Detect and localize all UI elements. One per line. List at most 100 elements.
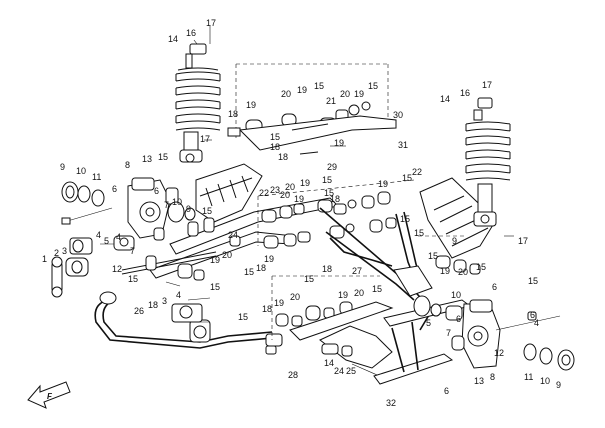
callout-29: 29 (327, 162, 337, 172)
callout-9-right-bottom: 9 (556, 380, 561, 390)
callout-7: 7 (446, 328, 451, 338)
callout-20: 20 (222, 250, 232, 260)
right-steering-knuckle[interactable] (445, 299, 501, 369)
front-direction-arrow-icon: F (27, 381, 71, 409)
callout-15: 15 (158, 152, 168, 162)
callout-27: 27 (352, 266, 362, 276)
callout-18: 18 (256, 263, 266, 273)
callout-10-mid: 10 (172, 197, 182, 207)
callout-30: 30 (393, 110, 403, 120)
callout-11-right: 11 (524, 372, 533, 382)
callout-15: 15 (210, 282, 220, 292)
callout-18: 18 (262, 304, 272, 314)
callout-19: 19 (440, 266, 450, 276)
right-bushing-row[interactable] (418, 235, 481, 275)
callout-16-top-right: 16 (460, 88, 470, 98)
callout-15: 15 (270, 132, 280, 142)
callout-5: 5 (104, 236, 109, 246)
callout-26: 26 (134, 306, 144, 316)
svg-text:F: F (47, 392, 53, 401)
callout-labels: 17 14 16 18 19 20 15 19 15 18 21 20 19 1… (42, 18, 561, 408)
callout-18: 18 (148, 300, 158, 310)
callout-20: 20 (281, 89, 291, 99)
callout-19: 19 (334, 138, 344, 148)
callout-15: 15 (202, 206, 212, 216)
callout-17: 17 (200, 134, 210, 144)
callout-23: 23 (270, 185, 280, 195)
callout-2: 2 (54, 248, 59, 258)
tie-rod[interactable] (121, 251, 217, 287)
main-lower-a-arm[interactable] (319, 207, 433, 331)
callout-20: 20 (354, 288, 364, 298)
callout-10-right: 10 (451, 290, 461, 300)
callout-24: 24 (334, 366, 344, 376)
callout-15: 15 (304, 274, 314, 284)
right-skid-plate[interactable] (419, 177, 497, 259)
callout-19: 19 (354, 89, 364, 99)
callout-18: 18 (228, 109, 238, 119)
callout-6: 6 (112, 184, 117, 194)
stabilizer-bar[interactable] (94, 291, 283, 355)
left-shock-absorber[interactable] (175, 26, 221, 163)
callout-18: 18 (278, 152, 288, 162)
callout-19: 19 (297, 85, 307, 95)
callout-16-top-left: 16 (186, 28, 196, 38)
callout-15: 15 (238, 312, 248, 322)
callout-15: 15 (128, 274, 138, 284)
right-hub-bearing-stack[interactable] (413, 295, 575, 371)
callout-13-left: 13 (142, 154, 152, 164)
callout-6: 6 (492, 282, 497, 292)
callout-15: 15 (428, 251, 438, 261)
callout-8-left: 8 (125, 160, 130, 170)
callout-15-right: 15 (528, 276, 538, 286)
callout-15: 15 (324, 188, 334, 198)
callout-17-right: 17 (518, 236, 528, 246)
callout-20: 20 (285, 182, 295, 192)
callout-15: 15 (476, 262, 486, 272)
left-hub-bearing-stack[interactable] (61, 181, 196, 225)
callout-17-top-right: 17 (482, 80, 492, 90)
callout-4: 4 (116, 232, 121, 242)
callout-9-left: 9 (60, 162, 65, 172)
callout-10-left: 10 (76, 166, 86, 176)
callout-15: 15 (244, 267, 254, 277)
left-sway-bar-link[interactable] (51, 235, 135, 298)
callout-15: 15 (372, 284, 382, 294)
callout-15: 15 (322, 175, 332, 185)
callout-19: 19 (338, 290, 348, 300)
callout-15: 15 (314, 81, 324, 91)
callout-19: 19 (300, 178, 310, 188)
callout-18: 18 (330, 194, 340, 204)
right-shock-absorber[interactable] (465, 97, 514, 237)
callout-22-right: 22 (412, 167, 422, 177)
upper-bushing-set[interactable] (227, 63, 397, 155)
callout-22-left: 22 (259, 188, 269, 198)
callout-7: 7 (130, 246, 135, 256)
callout-10-right-bottom: 10 (540, 376, 550, 386)
callout-6: 6 (456, 314, 461, 324)
callout-20: 20 (340, 89, 350, 99)
callout-20: 20 (290, 292, 300, 302)
left-skid-plate[interactable] (195, 163, 263, 223)
callout-6: 6 (444, 386, 449, 396)
callout-19: 19 (210, 255, 220, 265)
middle-bushing-row[interactable] (257, 179, 415, 249)
callout-5: 5 (426, 318, 431, 328)
callout-18: 18 (322, 264, 332, 274)
callout-4: 4 (96, 230, 101, 240)
callout-19: 19 (294, 194, 304, 204)
callout-11-left: 11 (92, 172, 101, 182)
callout-6: 6 (530, 310, 535, 320)
callout-21: 21 (326, 96, 336, 106)
callout-20: 20 (458, 267, 468, 277)
left-steering-knuckle[interactable] (127, 177, 179, 241)
sway-bar-clamp[interactable] (171, 297, 211, 323)
callout-19: 19 (264, 254, 274, 264)
callout-19: 19 (378, 179, 388, 189)
callout-4: 4 (176, 290, 181, 300)
lower-bushing-row[interactable] (271, 275, 394, 379)
callout-17-top-left: 17 (206, 18, 216, 28)
callout-3: 3 (162, 296, 167, 306)
callout-20: 20 (280, 190, 290, 200)
callout-7: 7 (164, 200, 169, 210)
